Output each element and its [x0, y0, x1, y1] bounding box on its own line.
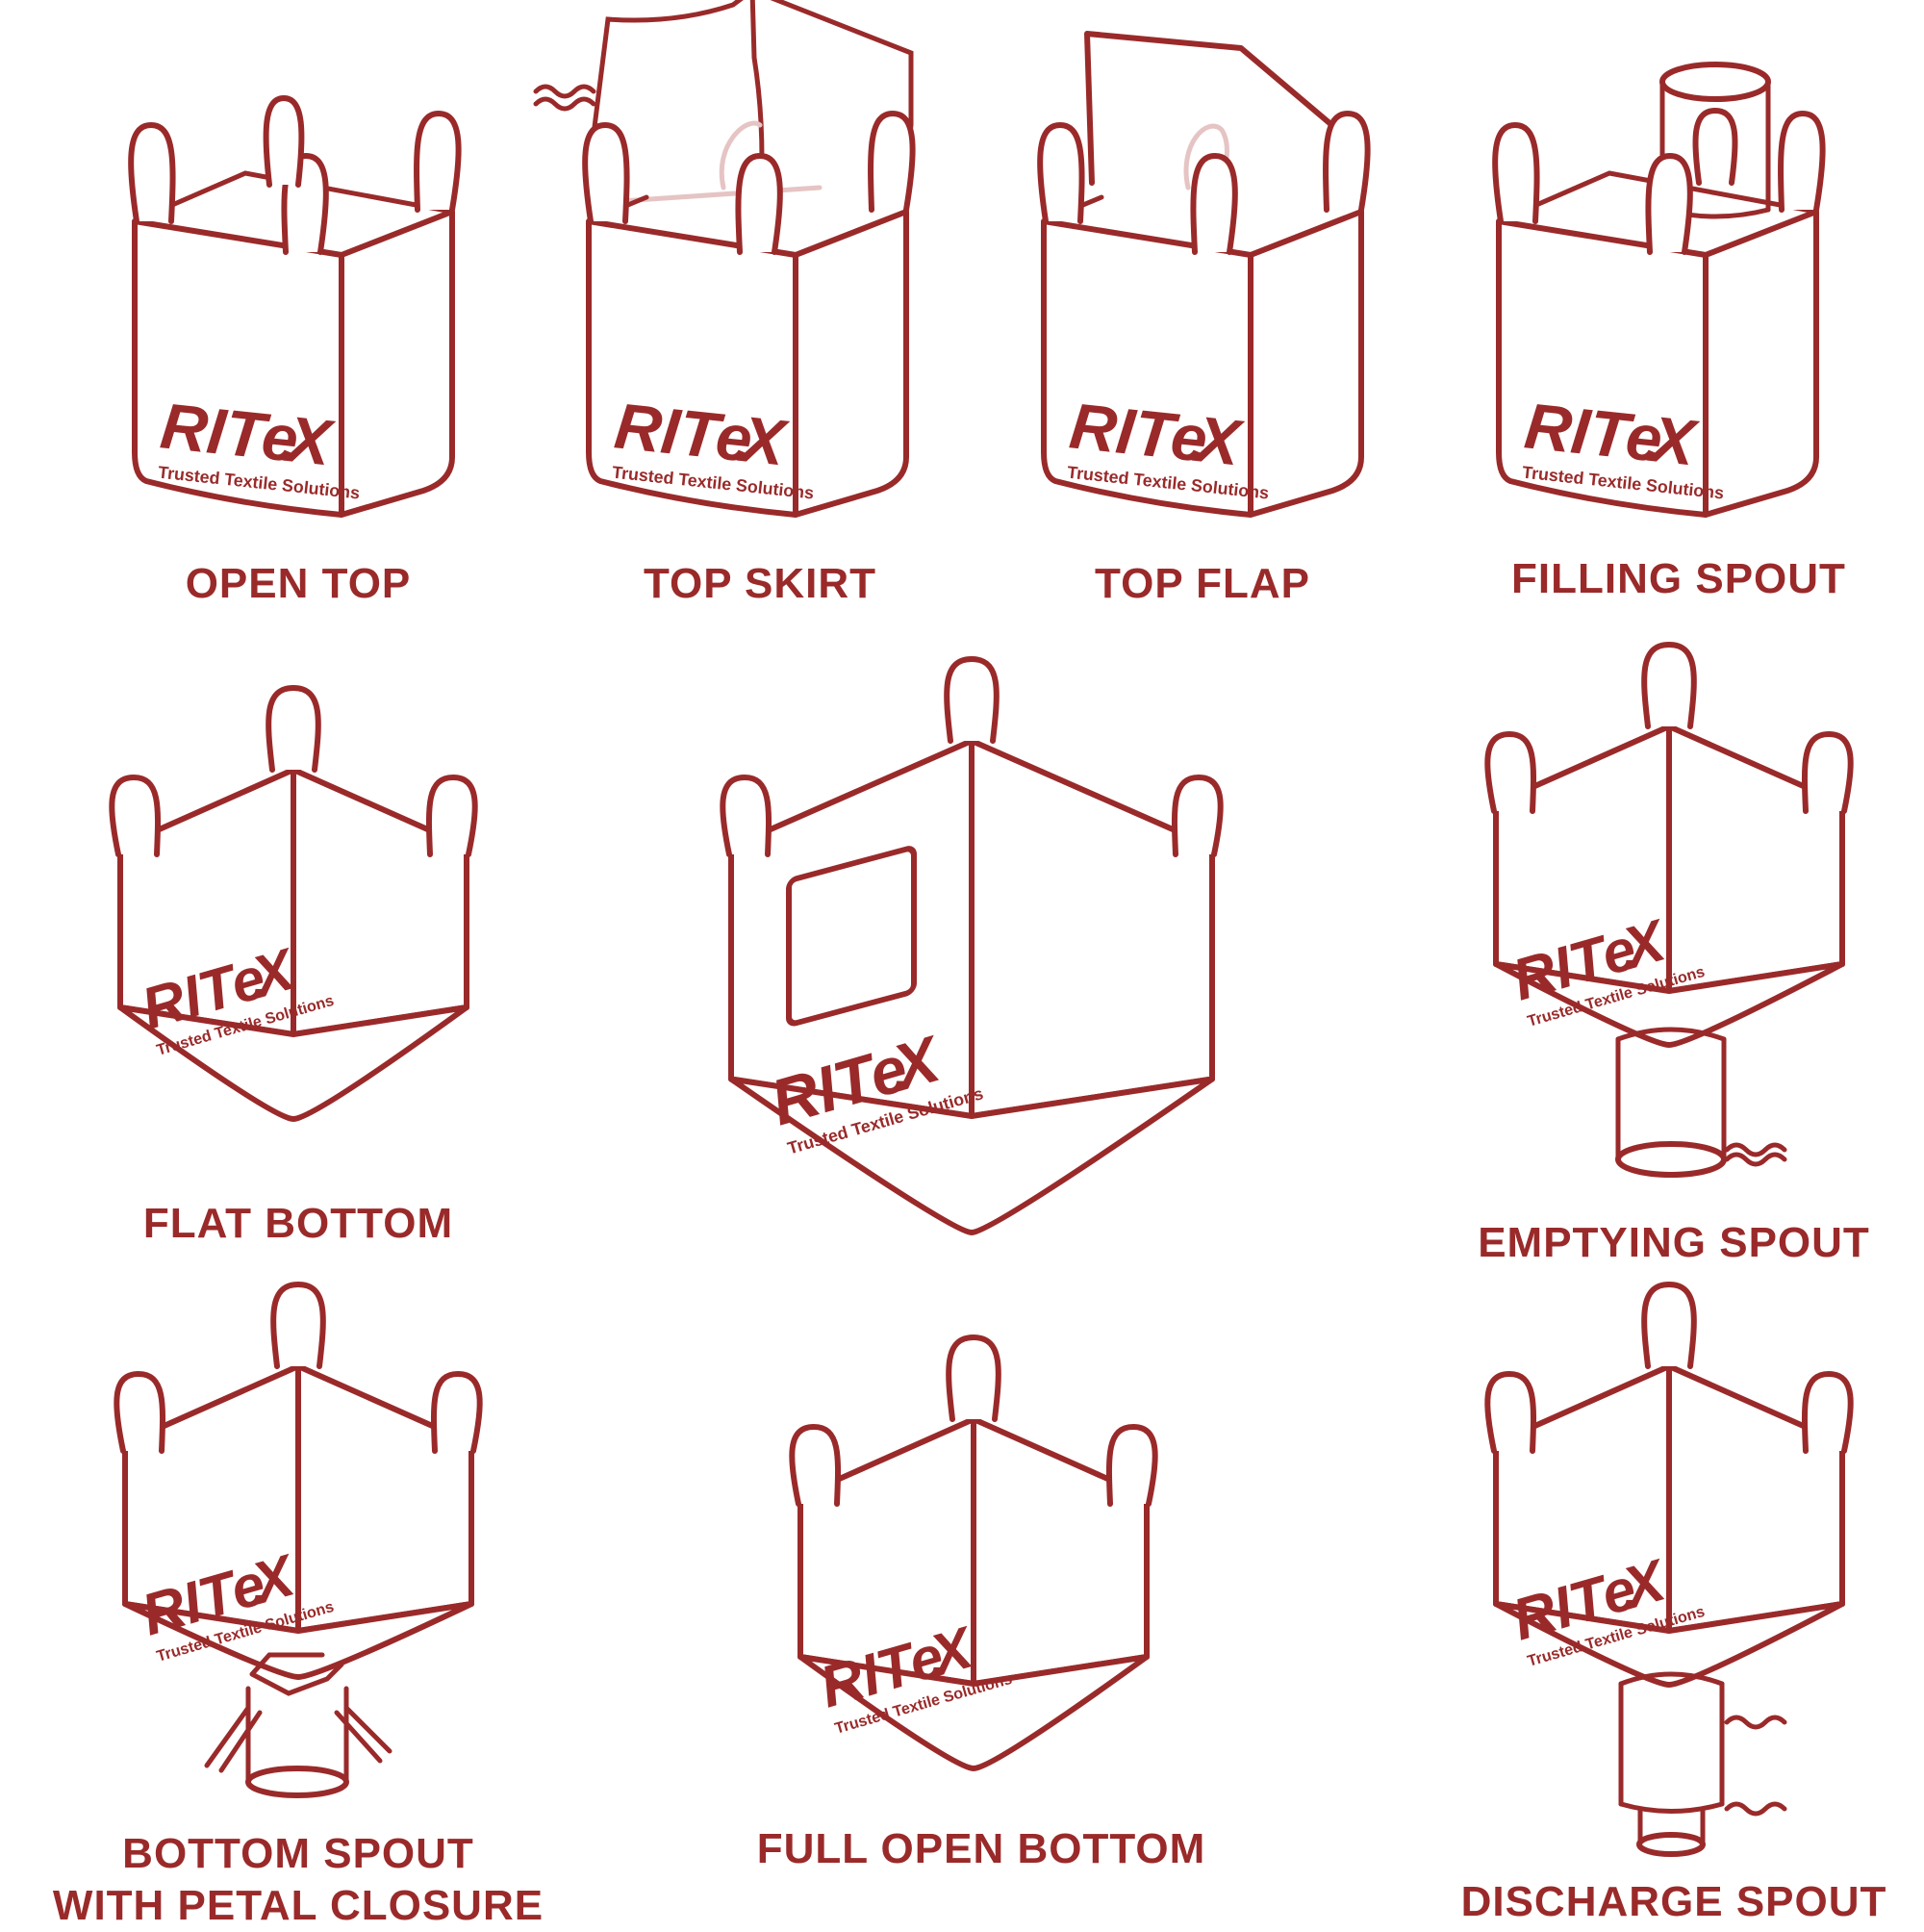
lifting-loop — [1801, 731, 1854, 814]
lifting-loop — [1484, 1371, 1537, 1454]
lifting-loop — [868, 111, 916, 213]
lifting-loop — [789, 1424, 842, 1507]
lifting-loop — [946, 1335, 1001, 1422]
lifting-loop — [1484, 731, 1537, 814]
bag-front-face — [1041, 218, 1253, 518]
caption-filling-spout: FILLING SPOUT — [1511, 555, 1846, 602]
lifting-loop — [720, 775, 772, 857]
tie-strings — [1724, 1715, 1787, 1817]
lifting-loop — [114, 1371, 166, 1454]
caption-top-skirt: TOP SKIRT — [643, 560, 877, 607]
lifting-loop — [1171, 775, 1224, 857]
spout-top-edge — [1618, 1671, 1725, 1687]
lifting-loop — [1105, 1424, 1158, 1507]
caption-full-open-bottom: FULL OPEN BOTTOM — [756, 1825, 1206, 1872]
caption-top-flap: TOP FLAP — [1095, 560, 1310, 607]
bag-bottom — [117, 1004, 469, 1122]
lifting-loop — [425, 775, 478, 857]
bag-bottom — [1493, 961, 1845, 1048]
top-skirt-fabric — [591, 0, 914, 205]
spout-outlet — [1636, 1832, 1706, 1857]
bag-front-face — [1496, 218, 1709, 518]
lifting-loop — [128, 122, 176, 224]
lifting-loop — [263, 95, 305, 188]
bag-side-face — [793, 209, 909, 518]
lifting-loop — [582, 122, 630, 224]
lifting-loop — [1641, 642, 1697, 729]
spout-top-edge — [1615, 1027, 1727, 1042]
caption-petal-closure: BOTTOM SPOUT WITH PETAL CLOSURE — [52, 1830, 544, 1929]
lifting-loop — [1778, 111, 1826, 213]
spout-outlet — [1615, 1141, 1727, 1178]
bag-bottom — [728, 1076, 1215, 1235]
lifting-loop — [1190, 153, 1238, 255]
svg-text:RITe: RITe — [611, 390, 755, 476]
lifting-loop — [270, 1282, 326, 1369]
caption-discharge-spout: DISCHARGE SPOUT — [1460, 1878, 1887, 1925]
bag-bottom — [797, 1654, 1150, 1771]
bag-side-face — [1248, 209, 1364, 518]
bag-front-face — [586, 218, 798, 518]
bag-side-face — [1703, 209, 1819, 518]
lifting-loop — [1323, 111, 1371, 213]
caption-open-top: OPEN TOP — [185, 560, 412, 607]
caption-emptying-spout: EMPTYING SPOUT — [1478, 1219, 1870, 1266]
tie-string — [1724, 1142, 1787, 1167]
lifting-loop — [1645, 153, 1693, 255]
lifting-loop — [1692, 108, 1738, 186]
svg-text:RITe: RITe — [1066, 390, 1210, 476]
lifting-loop — [266, 685, 321, 773]
spout-top — [1659, 62, 1771, 102]
spout-lower-edge — [1618, 1801, 1725, 1814]
lifting-loop — [1037, 122, 1085, 224]
tie-string — [533, 84, 596, 112]
lifting-loop — [944, 656, 1000, 744]
lifting-loop — [109, 775, 162, 857]
bag-bottom — [122, 1601, 474, 1680]
svg-text:RITe: RITe — [157, 390, 301, 476]
svg-text:RITe: RITe — [1521, 390, 1665, 476]
skirt-seam — [749, 0, 765, 162]
bag-bottom — [1493, 1601, 1845, 1688]
lifting-loop — [1641, 1282, 1697, 1369]
spout-body — [1618, 1681, 1725, 1807]
lifting-loop — [414, 111, 462, 213]
lifting-loop — [1801, 1371, 1854, 1454]
lifting-loop — [735, 153, 783, 255]
bag-side-face — [339, 209, 455, 518]
bag-front-face — [132, 218, 344, 518]
spout-outlet — [245, 1766, 349, 1798]
spout-neck — [1637, 1806, 1706, 1845]
rear-loop — [719, 120, 763, 191]
petal-closure — [249, 1652, 344, 1696]
document-pocket — [786, 846, 917, 1027]
spout-body — [1615, 1036, 1727, 1162]
caption-flat-bottom: FLAT BOTTOM — [142, 1200, 454, 1247]
lifting-loop — [430, 1371, 483, 1454]
petal-ties — [204, 1705, 392, 1773]
lifting-loop — [1492, 122, 1540, 224]
